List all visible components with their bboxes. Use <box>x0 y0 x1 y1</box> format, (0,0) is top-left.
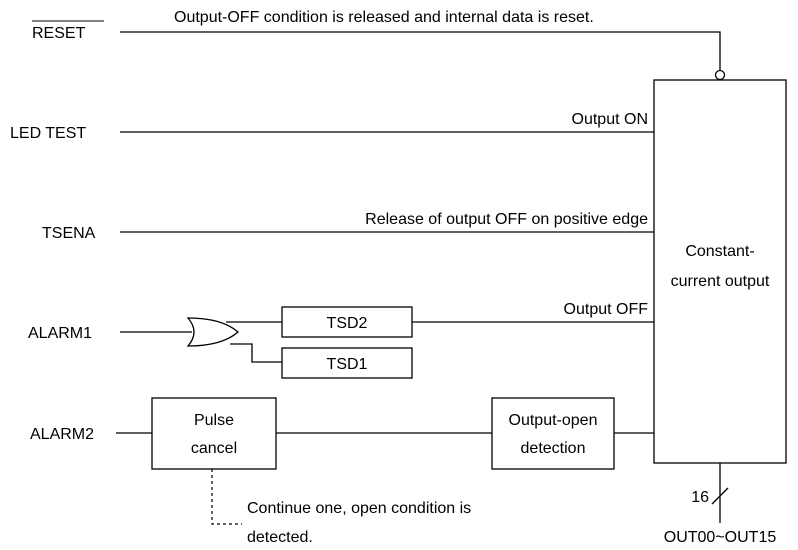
tsd1-block <box>281 347 413 379</box>
output-bus-label: OUT00~OUT15 <box>664 529 777 546</box>
tsena-label: TSENA <box>42 225 96 242</box>
pulse-cancel-block <box>151 397 277 470</box>
tsena-note: Release of output OFF on positive edge <box>365 211 648 228</box>
reset-inversion-bubble <box>714 69 726 81</box>
constant-current-output-block <box>653 79 787 464</box>
pulse-cancel-note-2: detected. <box>247 529 313 546</box>
tsd1-label: TSD1 <box>327 356 368 373</box>
output-on-label: Output ON <box>572 111 648 128</box>
or-gate <box>186 317 239 347</box>
reset-note: Output-OFF condition is released and int… <box>174 9 594 26</box>
pulse-cancel-label-1: Pulse <box>194 412 234 429</box>
led-test-label: LED TEST <box>10 125 86 142</box>
output-open-detection-block <box>491 397 615 470</box>
alarm2-label: ALARM2 <box>30 426 94 443</box>
pulse-cancel-note-1: Continue one, open condition is <box>247 500 471 517</box>
pulse-cancel-leader <box>211 469 242 525</box>
or-gate-input-tsd1 <box>230 343 282 363</box>
output-off-label: Output OFF <box>564 301 649 318</box>
constant-current-output-label-1: Constant- <box>685 243 754 260</box>
constant-current-output-label-2: current output <box>671 273 770 290</box>
reset-line <box>120 31 721 70</box>
bus-width-slash <box>711 487 729 505</box>
alarm1-label: ALARM1 <box>28 325 92 342</box>
reset-label: RESET <box>32 25 86 42</box>
output-open-detection-label-2: detection <box>521 440 586 457</box>
output-open-detection-label-1: Output-open <box>509 412 598 429</box>
pulse-cancel-label-2: cancel <box>191 440 237 457</box>
bus-width-label: 16 <box>691 489 709 506</box>
tsd2-label: TSD2 <box>327 315 368 332</box>
